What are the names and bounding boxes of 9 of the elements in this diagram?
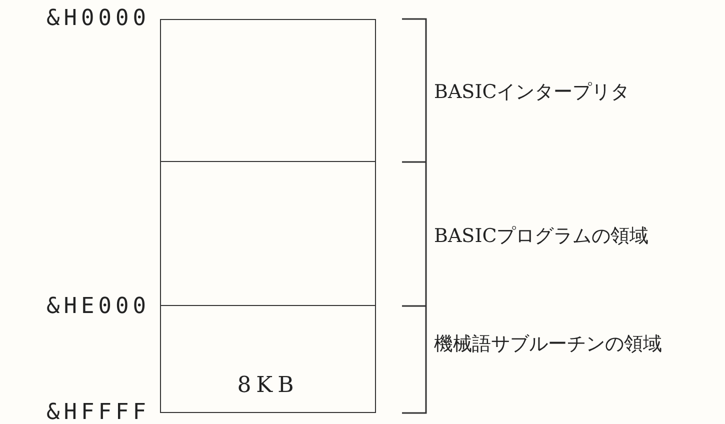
region-label: BASICインタープリタ xyxy=(434,80,630,105)
address-label: &HE000 xyxy=(46,294,150,320)
address-label: &H0000 xyxy=(46,6,150,32)
memory-segment xyxy=(160,19,376,162)
memory-segment xyxy=(160,161,376,306)
address-label: &HFFFF xyxy=(46,400,150,424)
memory-segment: 8KB xyxy=(160,305,376,413)
region-label: 機械語サブルーチンの領域 xyxy=(434,332,662,357)
region-label: BASICプログラムの領域 xyxy=(434,224,649,249)
